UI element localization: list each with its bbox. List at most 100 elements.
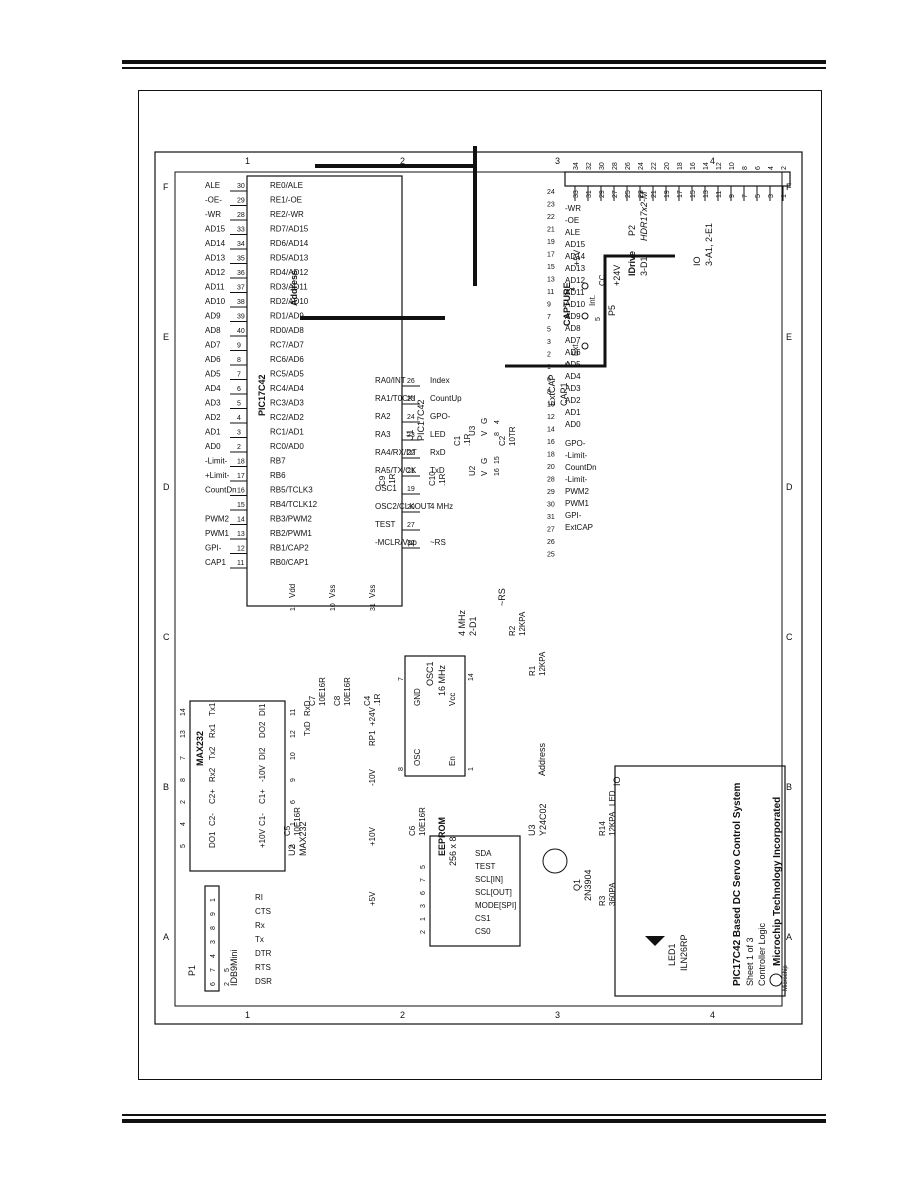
u1-pin-net: AD1 [205,428,221,437]
p2-side-num: 15 [547,264,555,271]
cap-value: 10E16R [318,677,327,706]
u1-pin-net: AD3 [205,399,221,408]
u2-pin-name: C2+ [208,789,217,804]
p1-signal: Rx [255,921,265,930]
u1-pin-net: PWM1 [205,529,230,538]
u1-pin-net: Index [430,376,450,385]
u1-pin-name: RD5/AD13 [270,254,309,263]
p2-net: AD13 [565,264,586,273]
cap-value: 10E16R [418,807,427,836]
p2-pin-num-bottom: 33 [573,190,580,198]
u2-net: TxD [303,721,312,736]
u1-pin-num: 33 [237,227,245,234]
p2-net: AD7 [565,336,581,345]
u1-pin-net: AD10 [205,297,226,306]
u1-pin-name: RD6/AD14 [270,239,309,248]
resistor-ref: R2 [508,625,517,636]
p2-side-num: 5 [547,327,551,334]
p2-net: AD0 [565,420,581,429]
pwr-n1: 16 [494,468,501,476]
u1-pin-net: CountUp [430,394,462,403]
u1-pin-num: 12 [237,546,245,553]
u2-pin-num: 2 [180,800,187,804]
cap-ref: C6 [408,825,417,836]
microchip-logo-text: Microchip [783,965,789,991]
u2-pin-name: -10V [258,764,267,782]
supply-label: -10V [368,768,377,786]
u1-pin-net: RxD [430,448,446,457]
p2-pin-num-top: 24 [638,162,645,170]
p1-pin-num-bottom: 5 [224,968,231,972]
p2-net: AD9 [565,312,581,321]
pwr-v: V [480,430,489,436]
p1-pin-num: 7 [210,968,217,972]
u1-pin-name: RB5/TCLK3 [270,486,313,495]
resistor-value: 12KPA [538,651,547,676]
p2-pin-num-bottom: 17 [677,190,684,198]
cap-ref: C10 [428,471,437,486]
u2-pin-num: 3 [290,844,297,848]
p2-net2: GPO- [565,439,586,448]
u1-pin-name: RB3/PWM2 [270,515,312,524]
u1-pin-num: 40 [237,328,245,335]
zone-col-left: D [163,482,170,492]
cap-ref: C7 [308,695,317,706]
p2-drive-ref: 3-D1 [639,256,649,276]
capture-cc: CC [598,274,607,286]
u1-pin-name: RA5/TX/CK [375,466,417,475]
u2-pin-name: DI2 [258,747,267,760]
u1-pin-num: 39 [237,314,245,321]
p2-net: ALE [565,228,580,237]
u1-pin-net: -OE- [205,196,222,205]
p2-net2: -Limit- [565,451,588,460]
p2-side-num: 28 [547,477,555,484]
p2-side-num: 3 [547,339,551,346]
resistor-ref: R1 [528,665,537,676]
u1-name: PIC17C42 [257,374,267,416]
p2-side-num: 21 [547,227,555,234]
u1-pin-num: 32 [407,540,415,547]
u1-pin-net: ~RS [430,538,446,547]
zone-row-bottom: 4 [710,1010,715,1020]
u1-power-num: 10 [330,603,337,611]
u1-pin-num: 22 [407,450,415,457]
p1-part: IDB9Mini [229,949,239,986]
p1-pin-num: 3 [210,940,217,944]
u1-pin-num: 19 [407,486,415,493]
p2-side-num: 27 [547,527,555,534]
address-bus-line [315,146,477,286]
u3-pin-num: 2 [420,930,427,934]
u1-pin-net: -Limit- [205,457,228,466]
u1-pin-net: TxD [430,466,445,475]
p2-side-num: 7 [547,314,551,321]
p2-pin-num-top: 10 [729,162,736,170]
u2-ref: U2 [287,844,297,856]
u1-pin-num: 9 [237,343,241,350]
u1-pin-num: 4 [237,415,241,422]
zone-row-top: 4 [710,156,715,166]
capture-net-line [505,254,675,368]
zone-col-left: A [163,932,169,942]
u3-pin-name: TEST [475,862,496,871]
cap-value: 10E16R [293,807,302,836]
title-block-title: PIC17C42 Based DC Servo Control System [732,782,743,986]
top-rule-thin [122,67,826,69]
bottom-rule-thick [122,1119,826,1123]
led1-ref: LED1 [667,943,677,966]
u1-pin-num: 28 [237,212,245,219]
microchip-logo-icon [769,973,783,987]
u1-pin-net: AD7 [205,341,221,350]
p2-part: HDR17x2-M [639,191,649,241]
p2-pin-num-top: 4 [768,166,775,170]
pwr-g: G [480,458,489,464]
p2-pin-num-top: 2 [781,166,788,170]
u1-pin-name: RB4/TCLK12 [270,500,318,509]
p2-side-num: 13 [547,277,555,284]
p2-pin-num-top: 34 [573,162,580,170]
p2-pin-num-bottom: 23 [638,190,645,198]
u1-pin-net: CountDn [205,486,237,495]
zone-col-right: A [786,932,792,942]
